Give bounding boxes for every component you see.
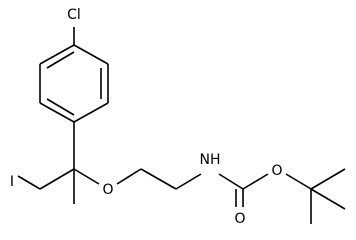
carbonyl-oxygen-atom: O <box>234 211 245 227</box>
tbutyl-methyl-right <box>310 188 346 210</box>
c-o-ester-bond <box>242 173 269 190</box>
o-ch2-bond <box>116 168 142 185</box>
ch2-ch2-bond <box>140 168 177 190</box>
chlorine-atom: Cl <box>67 7 81 23</box>
ether-oxygen-atom: O <box>102 182 113 198</box>
tbutyl-methyl-top <box>310 168 346 190</box>
c-o-ether-bond <box>73 168 100 185</box>
ester-oxygen-atom: O <box>271 163 282 179</box>
ch2-iodide-bond <box>17 175 41 190</box>
ch2-bond <box>39 168 75 190</box>
benzene-ring <box>39 44 109 123</box>
nh-group: NH <box>200 152 221 168</box>
iodine-atom: I <box>10 174 14 190</box>
n-carbonyl-bond <box>218 173 244 190</box>
ch2-n-bond <box>175 173 202 190</box>
o-tbutyl-bond <box>285 173 312 190</box>
